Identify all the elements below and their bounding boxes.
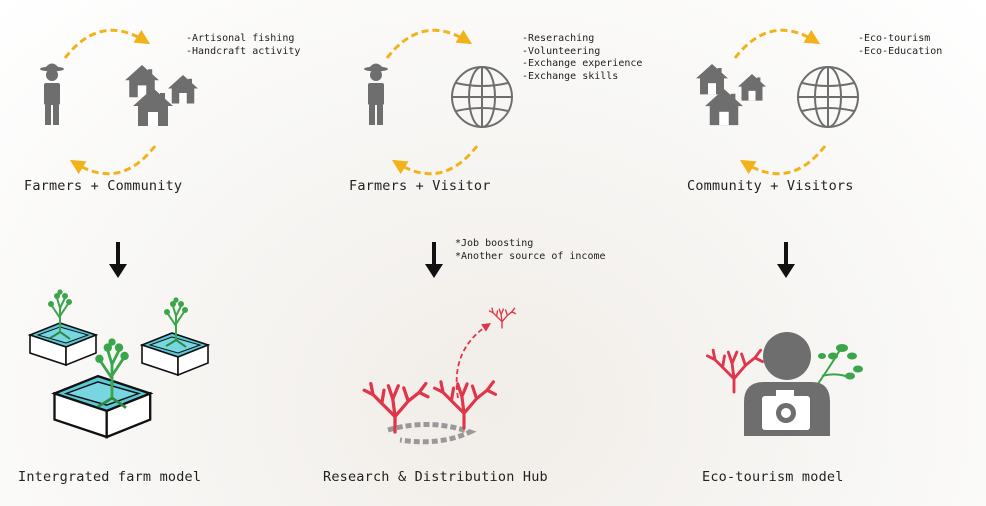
cycle-arrows-farmers-visitor <box>387 30 477 173</box>
note-item: -Eco-Education <box>858 45 943 57</box>
note-item: -Handcraft activity <box>186 45 301 57</box>
notes-list: -Reseraching -Volunteering -Exchange exp… <box>522 33 642 83</box>
outcome-notes: *Job boosting *Another source of income <box>455 238 606 263</box>
globe-icon <box>451 66 513 128</box>
note-item: -Volunteering <box>522 45 601 57</box>
globe-icon <box>797 66 859 128</box>
farmer-icon <box>364 63 388 125</box>
note-item: -Reseraching <box>522 33 595 44</box>
note-item: -Exchange skills <box>522 70 619 82</box>
result-label: Eco-tourism model <box>702 469 844 485</box>
houses-icon <box>125 65 198 126</box>
result-label: Research & Distribution Hub <box>323 469 548 485</box>
coral-hub-illustration <box>362 307 517 445</box>
group-label: Community + Visitors <box>687 178 854 194</box>
down-arrow <box>425 242 443 278</box>
note-item: -Exchange experience <box>522 58 643 69</box>
group-label: Farmers + Visitor <box>349 178 491 194</box>
farmer-icon <box>40 63 64 125</box>
cycle-arrows-community-visitors <box>735 30 825 173</box>
notes-list: -Eco-tourism -Eco-Education <box>858 33 942 58</box>
down-arrow <box>777 242 795 278</box>
result-label: Intergrated farm model <box>18 469 202 485</box>
houses-icon <box>696 64 766 126</box>
down-arrow <box>109 242 127 278</box>
note-item: -Eco-tourism <box>858 33 931 44</box>
group-label: Farmers + Community <box>24 178 183 194</box>
photographer-illustration <box>705 332 863 436</box>
integrated-farm-illustration <box>29 288 209 439</box>
outcome-note-item: *Another source of income <box>455 250 606 262</box>
notes-list: -Artisonal fishing -Handcraft activity <box>186 33 300 58</box>
outcome-note-item: *Job boosting <box>455 238 534 249</box>
note-item: -Artisonal fishing <box>186 33 295 44</box>
